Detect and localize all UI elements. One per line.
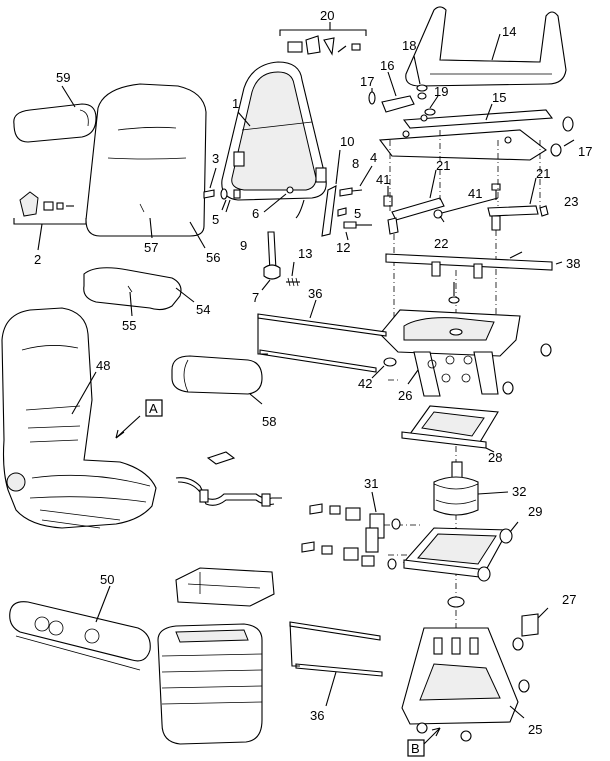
leader-42 (371, 365, 385, 379)
callout-12: 12 (336, 240, 350, 255)
callout-38: 38 (566, 256, 580, 271)
callout-23: 23 (564, 194, 578, 209)
view-label-a: A (145, 399, 163, 417)
tie-rods-36-upper (257, 299, 387, 373)
bellows-cover (157, 567, 275, 745)
washer-42 (383, 357, 397, 367)
callout-27: 27 (562, 592, 576, 607)
callout-22: 22 (434, 236, 448, 251)
cable-harness (175, 451, 282, 507)
callout-58: 58 (262, 414, 276, 429)
seat-pan-14 (405, 6, 567, 87)
callout-26: 26 (398, 388, 412, 403)
callout-56: 56 (206, 250, 220, 265)
view-label-a-text: A (149, 401, 158, 416)
hardware-3-5-6 (203, 167, 294, 213)
callout-17b: 17 (578, 144, 592, 159)
part-2-hardware (13, 191, 87, 251)
callout-31: 31 (364, 476, 378, 491)
callout-28: 28 (488, 450, 502, 465)
back-frame-1 (221, 61, 327, 219)
callout-20: 20 (320, 8, 334, 23)
callout-54: 54 (196, 302, 210, 317)
callout-19: 19 (434, 84, 448, 99)
air-spring-32 (433, 461, 509, 516)
callout-17a: 17 (360, 74, 374, 89)
callout-6: 6 (252, 206, 259, 221)
callout-14: 14 (502, 24, 516, 39)
fasteners-18-19 (413, 55, 439, 116)
callout-25: 25 (528, 722, 542, 737)
callout-labels: 1 2 3 4 5 5 6 7 8 9 10 12 13 14 15 16 17… (34, 8, 592, 737)
hinge-bracket-10 (321, 149, 373, 241)
upper-housing-26 (379, 282, 552, 397)
bracket-16 (368, 71, 575, 157)
callout-41a: 41 (376, 172, 390, 187)
back-cushion-57 (85, 83, 207, 249)
hardware-kit-20 (279, 22, 367, 56)
view-label-b: B (407, 739, 425, 757)
callout-13: 13 (298, 246, 312, 261)
callout-29: 29 (528, 504, 542, 519)
callout-1: 1 (232, 96, 239, 111)
callout-16: 16 (380, 58, 394, 73)
seat-cushion-54 (83, 267, 195, 317)
bracket-27 (521, 607, 549, 637)
callout-48: 48 (96, 358, 110, 373)
assembly-guides (384, 130, 541, 640)
callout-15: 15 (492, 90, 506, 105)
complete-seat-48 (1, 307, 157, 529)
base-25 (401, 596, 530, 745)
callout-36a: 36 (308, 286, 322, 301)
scissor-link-28 (401, 405, 499, 453)
callout-50: 50 (100, 572, 114, 587)
control-panel-50 (9, 585, 151, 671)
callout-5b: 5 (354, 206, 361, 221)
lever-9 (261, 231, 300, 291)
callout-57: 57 (144, 240, 158, 255)
callout-2: 2 (34, 252, 41, 267)
callout-10: 10 (340, 134, 354, 149)
linkage-21 (383, 169, 549, 235)
callout-32: 32 (512, 484, 526, 499)
callout-21b: 21 (536, 166, 550, 181)
callout-5a: 5 (212, 212, 219, 227)
callout-4: 4 (370, 150, 377, 165)
armrest-59 (13, 85, 97, 143)
callout-3: 3 (212, 151, 219, 166)
slide-rail-15 (378, 103, 554, 161)
callout-9: 9 (240, 238, 247, 253)
callout-21a: 21 (436, 158, 450, 173)
callout-41b: 41 (468, 186, 482, 201)
cross-bar-38 (385, 251, 563, 279)
armrest-58 (171, 355, 263, 405)
tie-rods-36-lower (289, 621, 383, 707)
view-label-b-text: B (411, 741, 420, 756)
callout-55: 55 (122, 318, 136, 333)
callout-18: 18 (402, 38, 416, 53)
callout-42: 42 (358, 376, 372, 391)
callout-36b: 36 (310, 708, 324, 723)
callout-59: 59 (56, 70, 70, 85)
callout-8: 8 (352, 156, 359, 171)
scissor-link-29 (402, 521, 519, 582)
shock-absorber-31 (301, 491, 401, 570)
callout-7: 7 (252, 290, 259, 305)
